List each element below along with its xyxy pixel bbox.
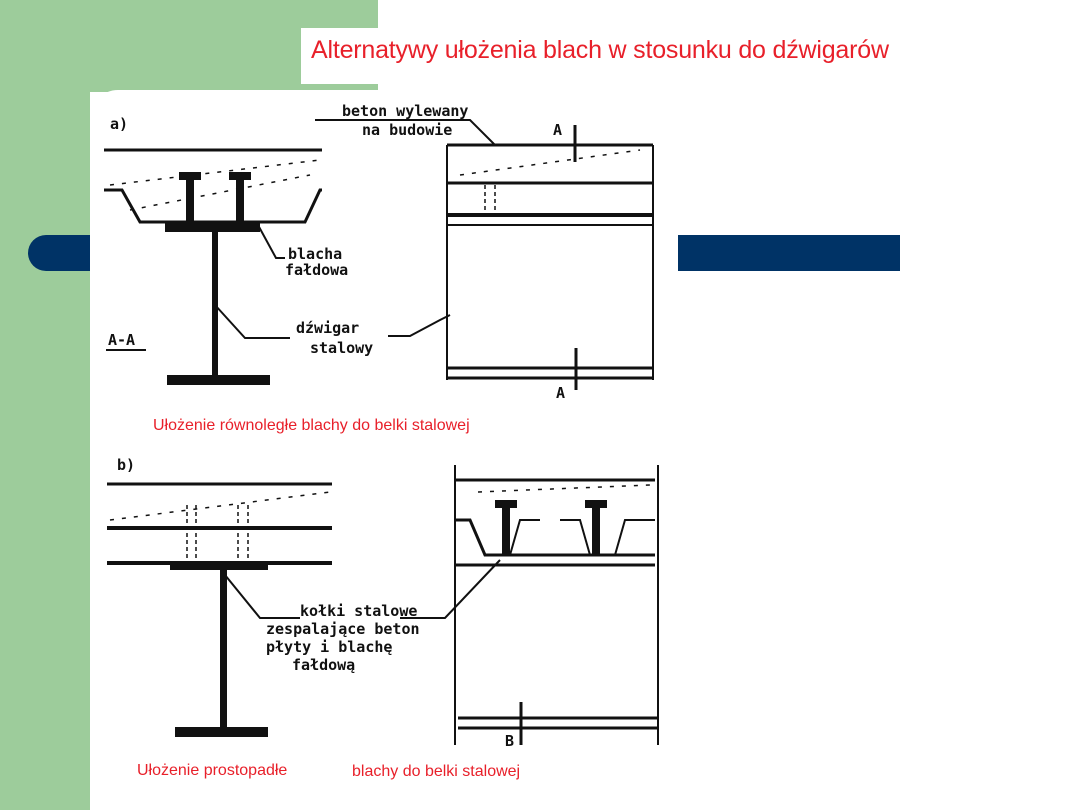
mark-b-bottom: B <box>505 732 515 750</box>
caption-parallel: Ułożenie równoległe blachy do belki stal… <box>153 417 470 434</box>
drawing-b-cross-section <box>107 482 332 737</box>
drawing-b-elevation <box>400 465 659 745</box>
label-beam-line2: stalowy <box>310 339 374 357</box>
caption-perpendicular-1: Ułożenie prostopadłe <box>137 762 288 779</box>
marker-a: a) <box>110 115 129 133</box>
section-label-aa: A-A <box>108 331 136 349</box>
mark-a-bottom: A <box>556 384 566 402</box>
navy-bar-left <box>28 235 100 271</box>
label-sheet-line1: blacha <box>288 245 343 263</box>
label-concrete-line2: na budowie <box>362 121 453 139</box>
label-beam-line1: dźwigar <box>296 319 360 337</box>
title-box <box>301 28 1055 84</box>
label-studs-line1: kołki stalowe <box>300 602 418 620</box>
label-concrete-line1: beton wylewany <box>342 102 469 120</box>
drawing-a-elevation <box>315 119 654 390</box>
slide-content <box>90 90 1080 810</box>
navy-bar-right <box>678 235 900 271</box>
mark-a-top: A <box>553 121 563 139</box>
marker-b: b) <box>117 456 136 474</box>
label-studs-line4: fałdową <box>292 656 356 674</box>
slide-title: Alternatywy ułożenia blach w stosunku do… <box>311 36 889 64</box>
caption-perpendicular-2: blachy do belki stalowej <box>352 763 521 780</box>
drawing-a-cross-section <box>104 148 451 385</box>
label-studs-line2: zespalające beton <box>266 620 420 638</box>
label-studs-line3: płyty i blachę <box>266 638 393 656</box>
label-sheet-line2: fałdowa <box>285 261 349 279</box>
green-background-left <box>0 0 90 810</box>
